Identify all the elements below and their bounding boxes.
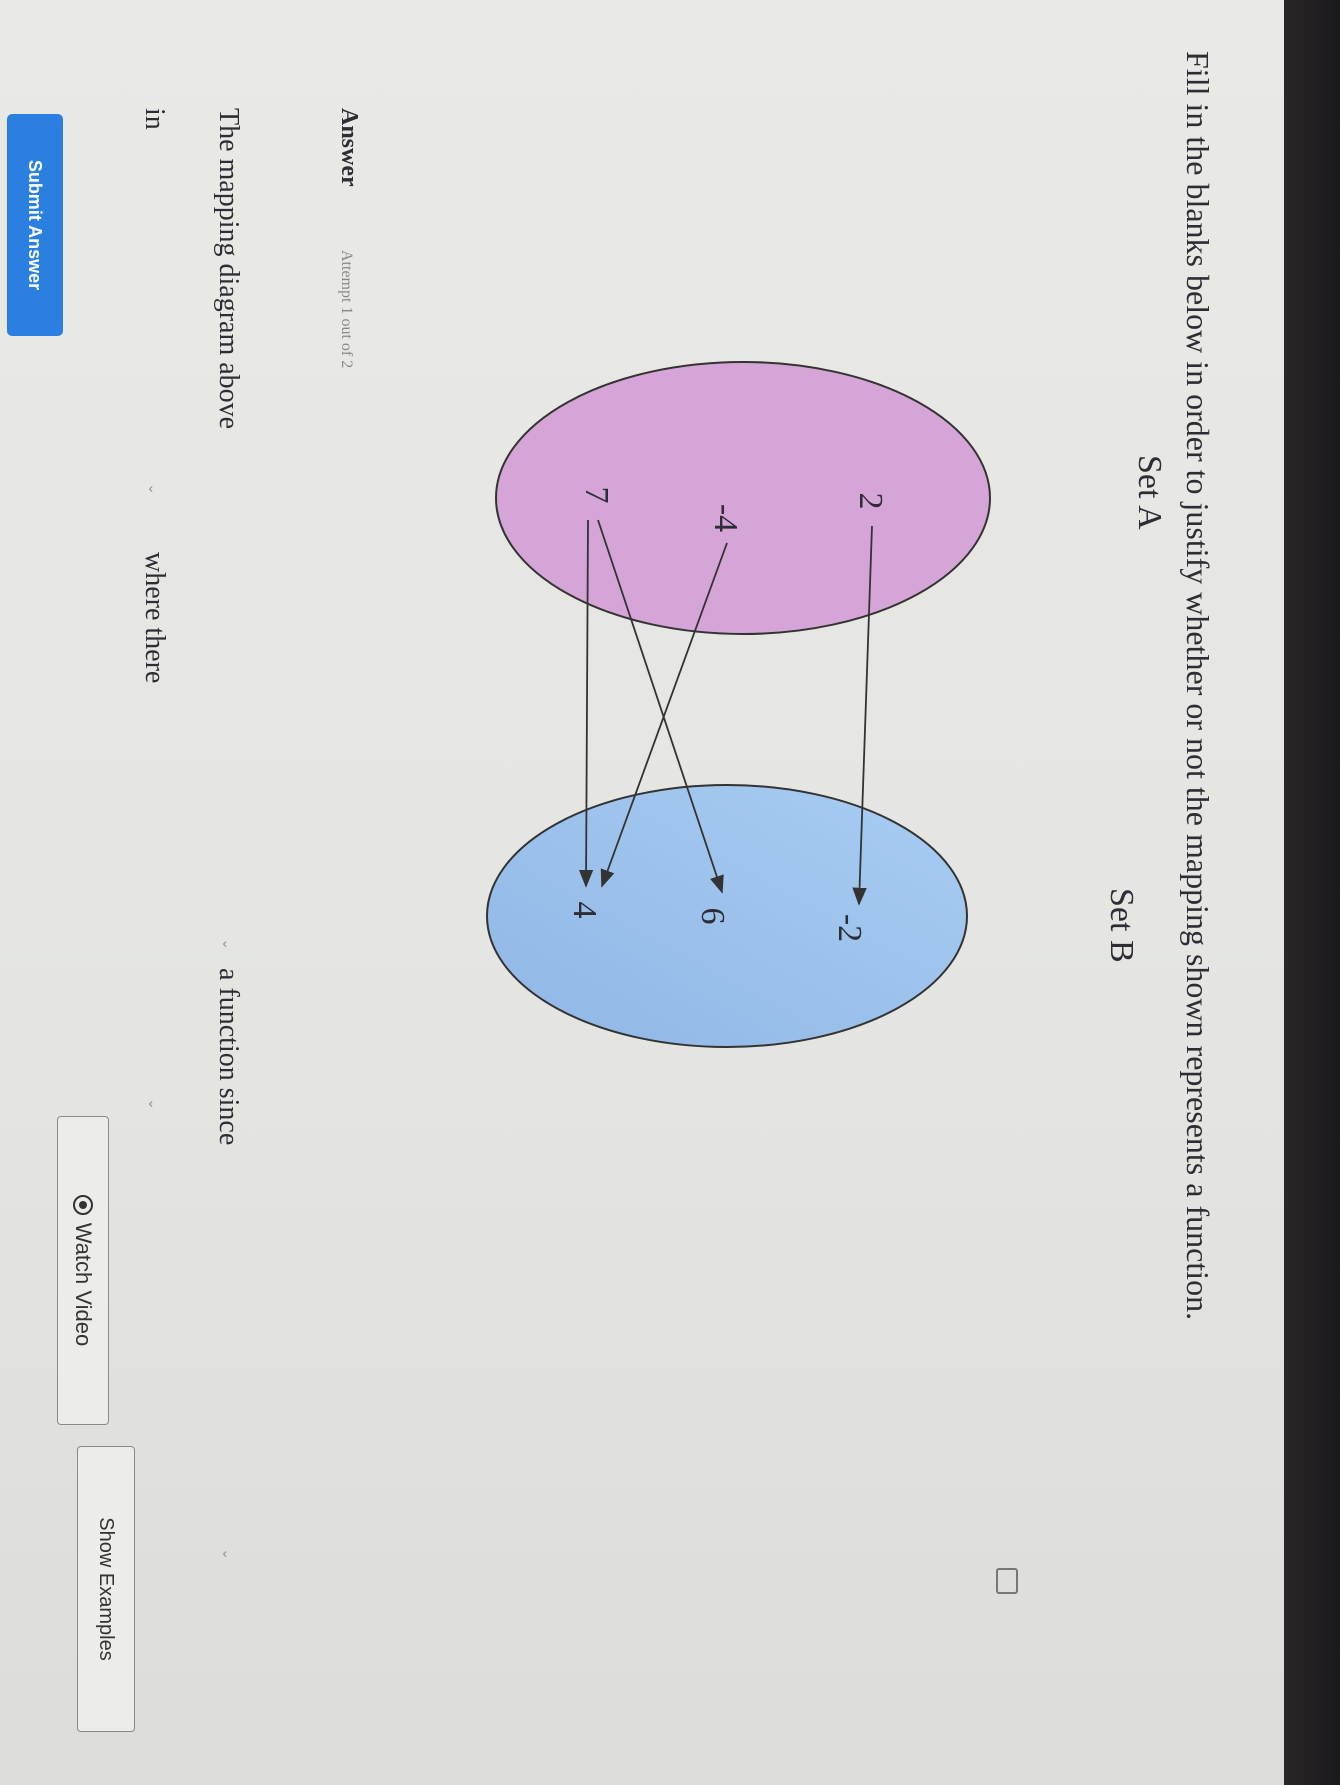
set-b-element: 4 <box>566 902 603 919</box>
mapping-arrow <box>578 519 594 888</box>
keyboard-icon[interactable] <box>996 1568 1018 1594</box>
attempt-counter: Attempt 1 out of 2 <box>338 250 355 369</box>
chevron-down-icon: ⌄ <box>220 938 236 950</box>
answer-line1-start: The mapping diagram above <box>213 108 244 430</box>
chevron-down-icon: ⌄ <box>220 1548 236 1560</box>
chevron-down-icon: ⌄ <box>146 483 162 495</box>
answer-line2-start: in <box>139 108 170 130</box>
submit-answer-button[interactable]: Submit Answer <box>7 114 63 336</box>
set-a-ellipse <box>495 361 991 635</box>
mapping-arrow <box>600 542 728 888</box>
dropdown-is-function[interactable]: ⌄ <box>219 600 236 950</box>
dropdown-reason-2[interactable]: ⌄ <box>145 150 162 495</box>
set-a-element: 2 <box>852 493 889 510</box>
set-a-element: -4 <box>707 504 744 532</box>
answer-line2-end: where there <box>139 552 170 684</box>
answer-label: Answer <box>336 108 362 187</box>
mapping-arrow <box>852 525 873 906</box>
mapping-arrow <box>597 519 724 894</box>
dropdown-reason-1[interactable]: ⌄ <box>219 1220 236 1560</box>
set-b-element: -2 <box>831 914 868 942</box>
set-b-element: 6 <box>694 908 731 925</box>
answer-line1-end: a function since <box>213 968 244 1146</box>
dropdown-reason-3[interactable]: ⌄ <box>145 730 162 1110</box>
set-b-ellipse <box>486 784 968 1048</box>
set-a-element: 7 <box>578 487 615 504</box>
chevron-down-icon: ⌄ <box>146 1098 162 1110</box>
